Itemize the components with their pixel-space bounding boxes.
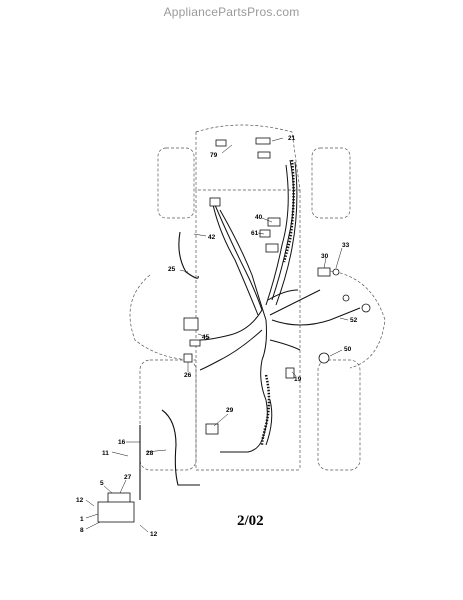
callout-19: 19 [294, 376, 302, 383]
callout-29: 29 [226, 407, 234, 414]
callout-45: 45 [202, 334, 210, 341]
wiring-harness [199, 159, 361, 453]
callouts: 79 21 40 61 42 33 30 25 52 45 50 26 19 2… [76, 135, 358, 538]
callout-11: 11 [102, 450, 109, 457]
callout-27: 27 [124, 474, 132, 481]
callout-42: 42 [208, 234, 216, 241]
tractor-outline [129, 124, 386, 471]
callout-16: 16 [118, 439, 126, 446]
callout-28: 28 [146, 450, 154, 457]
callout-40: 40 [255, 214, 263, 221]
callout-12-right: 12 [150, 531, 158, 538]
callout-52: 52 [350, 317, 358, 324]
components [97, 137, 371, 523]
watermark: AppliancePartsPros.com [163, 5, 300, 19]
callout-1: 1 [80, 516, 84, 523]
coiled-conduit-lower [260, 374, 271, 446]
battery-cables [139, 231, 200, 500]
callout-25: 25 [168, 266, 176, 273]
callout-12-left: 12 [76, 497, 84, 504]
callout-21: 21 [288, 135, 296, 142]
leader-lines [85, 137, 349, 533]
callout-33: 33 [342, 242, 350, 249]
callout-61: 61 [251, 230, 259, 237]
callout-79: 79 [210, 152, 218, 159]
callout-50: 50 [344, 346, 352, 353]
callout-26: 26 [184, 372, 192, 379]
callout-8: 8 [80, 527, 84, 534]
callout-5: 5 [100, 480, 104, 487]
date-code: 2/02 [237, 513, 264, 529]
callout-30: 30 [321, 253, 329, 260]
coiled-conduit-upper [282, 159, 295, 263]
